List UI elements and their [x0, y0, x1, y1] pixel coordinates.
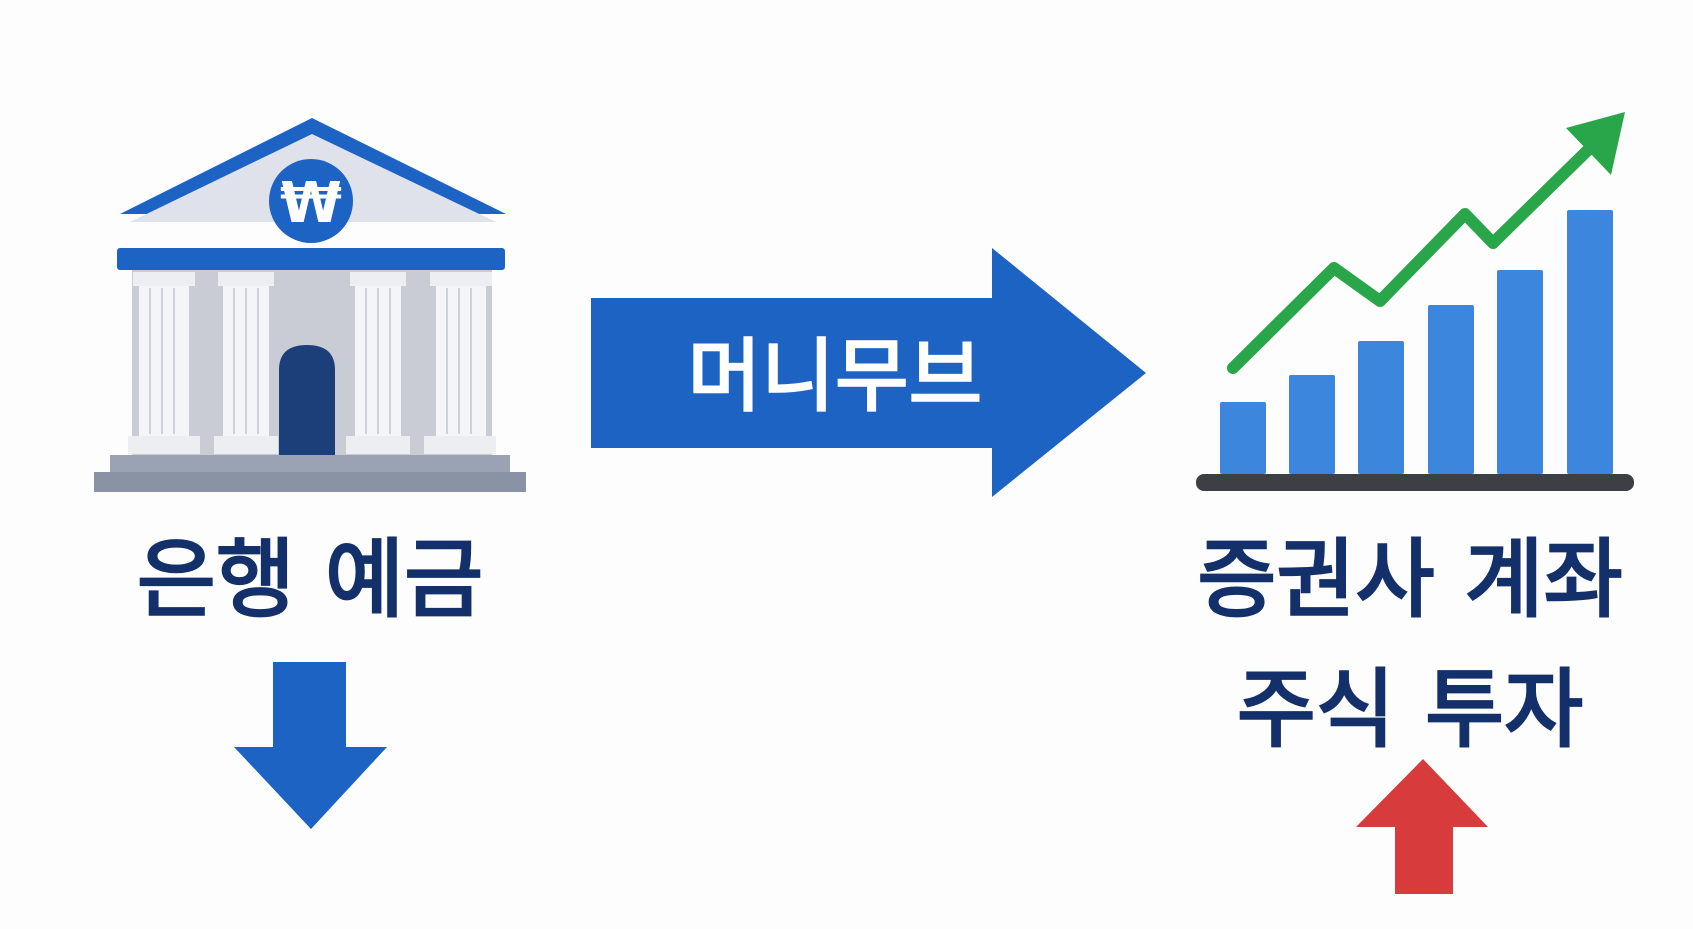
bank-entablature: [117, 248, 505, 270]
stock-investment-caption: 주식 투자: [1236, 660, 1584, 760]
chart-baseline: [1196, 474, 1634, 491]
money-move-label: 머니무브: [688, 330, 982, 423]
trend-arrowhead-icon: [1566, 112, 1625, 175]
chart-bar-6: [1567, 210, 1613, 474]
bank-door: [279, 345, 335, 455]
chart-bars: [1220, 210, 1613, 474]
brokerage-account-caption: 증권사 계좌: [1197, 530, 1623, 630]
won-symbol: ₩: [280, 171, 342, 236]
bank-deposit-caption: 은행 예금: [136, 530, 484, 630]
bank-columns: [128, 272, 496, 454]
bank-step-upper: [110, 455, 510, 472]
chart-bar-1: [1220, 402, 1266, 474]
chart-bar-2: [1289, 375, 1335, 474]
bank-step-lower: [94, 472, 526, 492]
chart-bar-5: [1497, 270, 1543, 474]
right-arrow-icon: [591, 248, 1146, 497]
chart-bar-3: [1358, 341, 1404, 474]
won-coin-icon: [269, 159, 353, 243]
chart-bar-4: [1428, 305, 1474, 474]
trend-line: [1227, 140, 1598, 374]
